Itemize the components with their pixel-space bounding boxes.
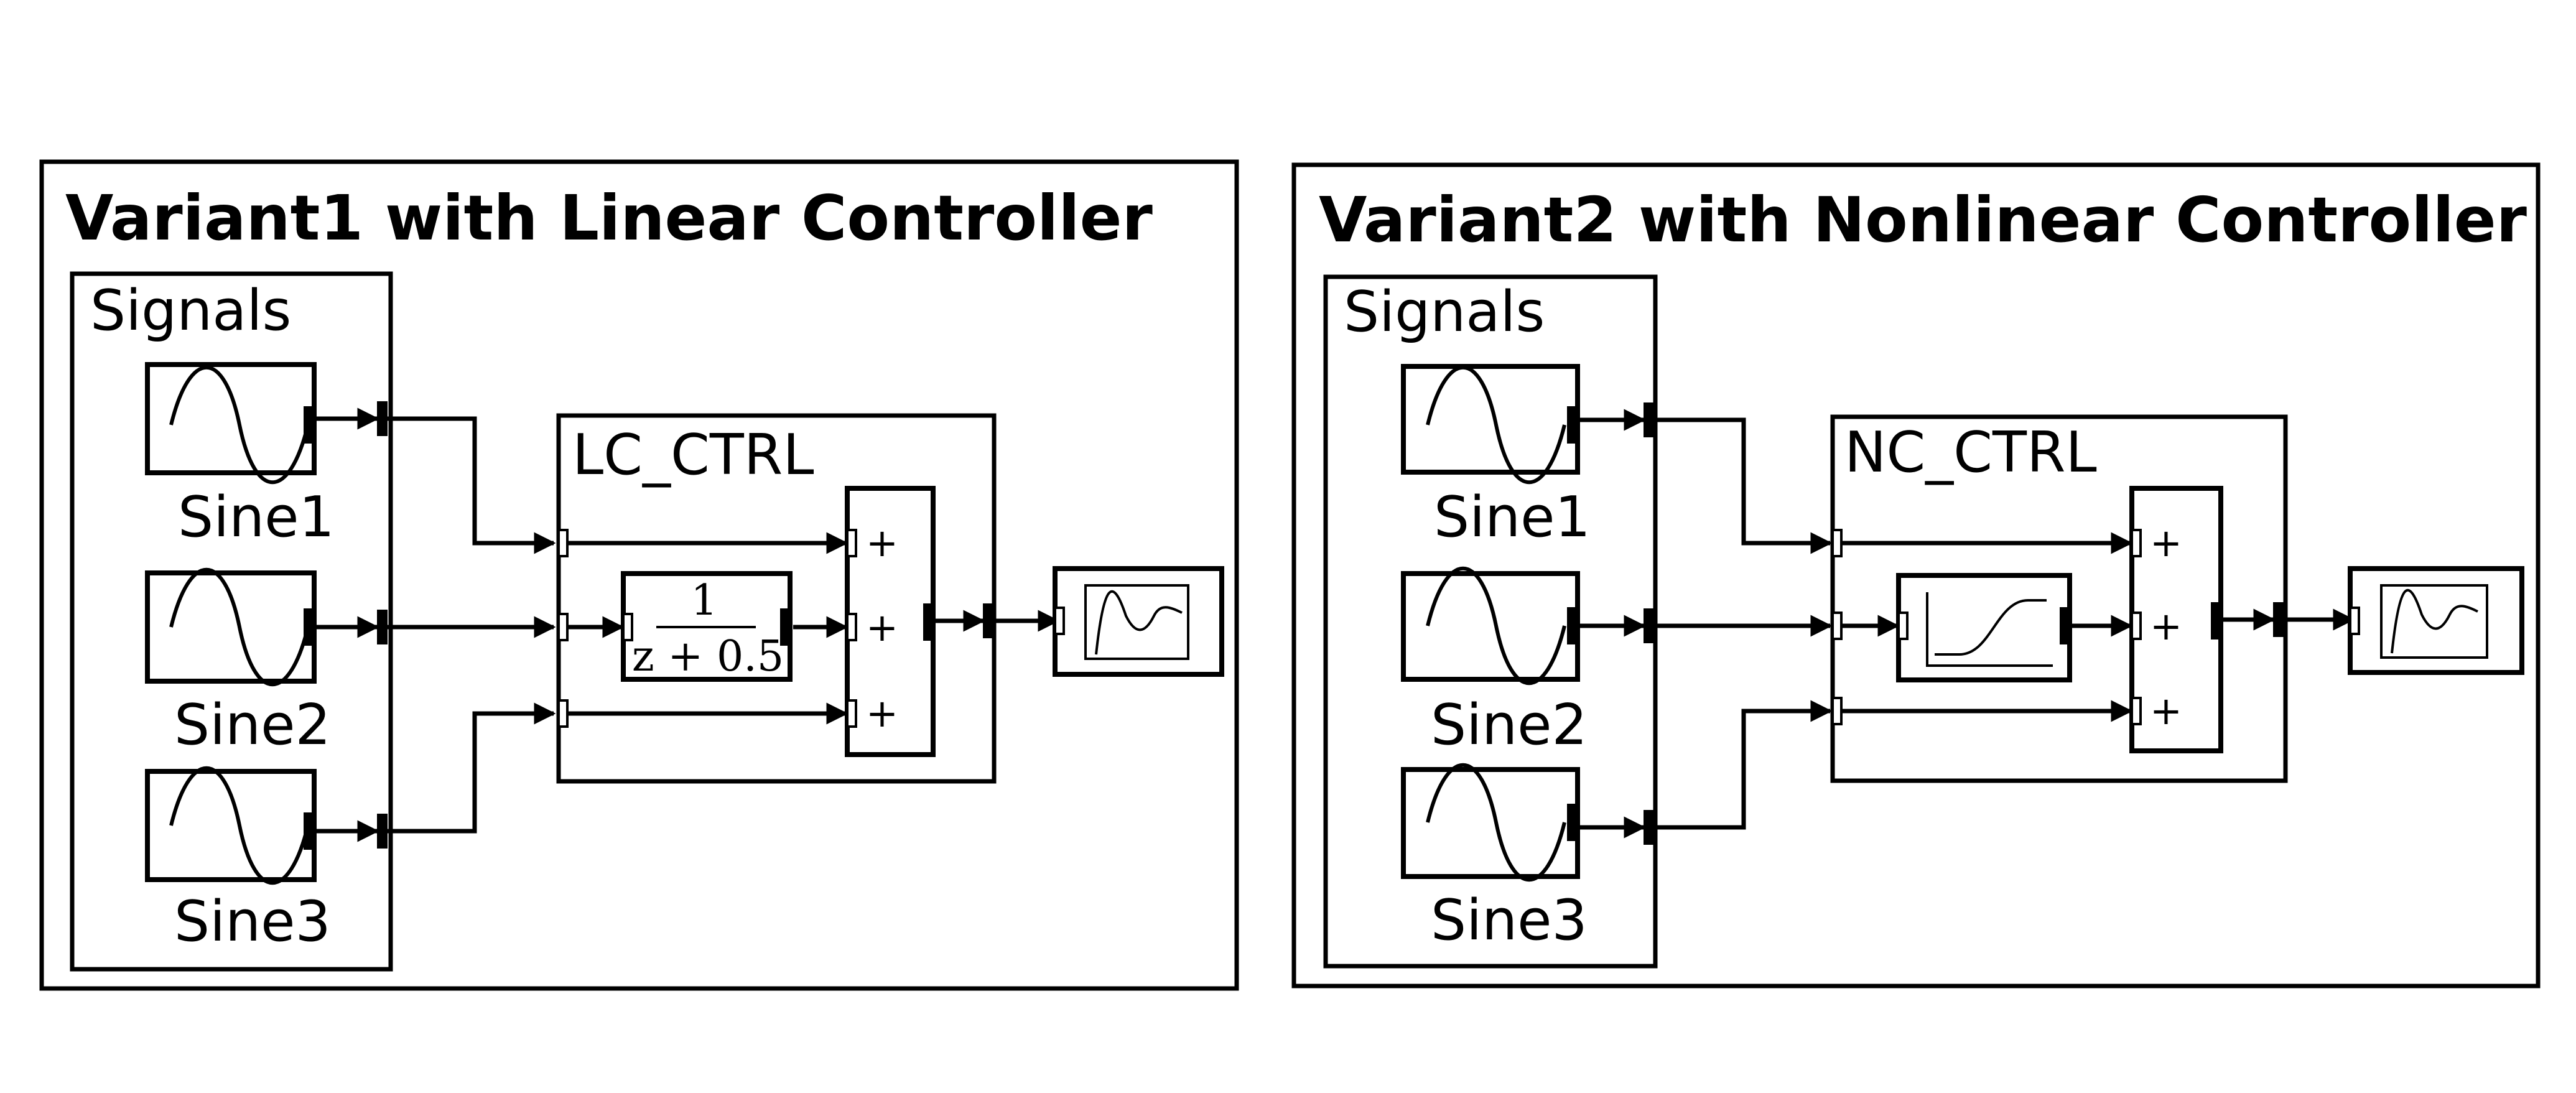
output-port <box>1567 804 1577 841</box>
signals-outport-3 <box>377 814 388 849</box>
wire[interactable] <box>1654 700 1833 830</box>
sine2-label: Sine2 <box>174 692 331 758</box>
sine1-label: Sine1 <box>178 485 335 550</box>
sine-wave-icon <box>1426 566 1566 686</box>
sum-sign-2: + <box>866 605 898 650</box>
nc-ctrl-subsystem[interactable]: NC_CTRL + + <box>1830 414 2288 783</box>
output-port <box>780 608 790 646</box>
output-port <box>304 406 314 444</box>
sine2-block[interactable]: Sine2 <box>1401 566 1588 758</box>
sine2-block[interactable]: Sine2 <box>145 567 331 758</box>
sine-wave-icon <box>1426 365 1566 485</box>
sum-sign-1: + <box>2150 520 2182 565</box>
signals-outport-3 <box>1644 810 1654 845</box>
sine3-label: Sine3 <box>174 889 331 954</box>
transfer-numerator: 1 <box>690 576 717 625</box>
inport <box>846 529 857 557</box>
inport <box>1831 697 1843 725</box>
transfer-denominator: z + 0.5 <box>632 632 784 681</box>
sine1-block[interactable]: Sine1 <box>1401 364 1591 550</box>
output-port <box>1567 607 1577 644</box>
inport <box>1831 612 1843 640</box>
signals-outport-2 <box>377 610 388 644</box>
signals-outport-2 <box>1644 608 1654 643</box>
inport <box>2349 607 2360 635</box>
variant1-title: Variant1 with Linear Controller <box>65 182 1153 254</box>
variant1-signals-subsystem[interactable]: Signals <box>70 271 393 972</box>
inport <box>1054 607 1065 635</box>
scope-block[interactable] <box>1053 566 1224 677</box>
signals-outport-1 <box>377 401 388 436</box>
transfer-function-block[interactable]: 1 z + 0.5 <box>621 571 793 682</box>
output-port <box>304 812 314 850</box>
inport <box>846 699 857 728</box>
controller-frame <box>556 413 997 784</box>
scope-screen <box>1084 584 1189 660</box>
signals-frame <box>70 271 393 972</box>
signals-label: Signals <box>90 278 291 343</box>
sum-sign-3: + <box>2150 688 2182 733</box>
nonlinear-block[interactable] <box>1896 573 2072 682</box>
sum-sign-1: + <box>866 520 898 565</box>
variant2-panel: Variant2 with Nonlinear Controller Signa… <box>1291 162 2541 988</box>
sine1-label: Sine1 <box>1434 485 1591 550</box>
output-port <box>304 608 314 646</box>
wire[interactable] <box>388 416 556 554</box>
controller-label: NC_CTRL <box>1844 420 2097 485</box>
variant1-panel: Variant1 with Linear Controller Signals … <box>39 159 1239 991</box>
inport <box>1831 529 1843 557</box>
controller-frame <box>1830 414 2288 783</box>
wire[interactable] <box>1654 417 1833 554</box>
inport <box>557 529 569 557</box>
sine3-block[interactable]: Sine3 <box>1401 763 1588 953</box>
variant2-frame <box>1291 162 2541 988</box>
lc-ctrl-subsystem[interactable]: LC_CTRL 1 z + 0.5 <box>556 413 997 784</box>
scope-icon <box>1095 590 1183 655</box>
sine-wave-icon <box>169 365 310 485</box>
sum-block[interactable]: + + + <box>845 486 936 757</box>
sum-sign-2: + <box>2150 603 2182 649</box>
inport <box>846 613 857 641</box>
axes <box>1926 592 2053 667</box>
scope-icon <box>2391 588 2478 654</box>
sine3-block[interactable]: Sine3 <box>145 766 331 954</box>
inport <box>2131 697 2142 725</box>
output-port <box>2060 607 2070 644</box>
signals-outport-1 <box>1644 402 1654 437</box>
inport <box>1897 612 1909 640</box>
signals-frame <box>1323 274 1658 969</box>
sine2-label: Sine2 <box>1431 692 1588 758</box>
sine-wave-icon <box>169 567 310 687</box>
sine3-label: Sine3 <box>1431 888 1588 953</box>
scope-block[interactable] <box>2348 566 2524 675</box>
sine1-block[interactable]: Sine1 <box>145 362 335 550</box>
controller-outport <box>983 603 993 638</box>
scope-screen <box>2380 584 2488 659</box>
variant1-frame <box>39 159 1239 991</box>
wire[interactable] <box>388 702 556 834</box>
sine-wave-icon <box>1426 763 1566 882</box>
inport <box>2131 612 2142 640</box>
inport <box>2131 529 2142 557</box>
output-port <box>923 603 933 641</box>
inport <box>557 699 569 728</box>
output-port <box>1567 406 1577 444</box>
inport <box>622 613 633 641</box>
controller-outport <box>2273 602 2284 637</box>
sum-block[interactable]: + + + <box>2129 486 2223 753</box>
sum-sign-3: + <box>866 691 898 736</box>
variant2-signals-subsystem[interactable]: Signals <box>1323 274 1658 969</box>
output-port <box>2211 602 2221 640</box>
inport <box>557 613 569 641</box>
sigmoid-curve-icon <box>1935 599 2047 656</box>
variant2-title: Variant2 with Nonlinear Controller <box>1319 184 2527 256</box>
sine-wave-icon <box>169 766 310 885</box>
controller-label: LC_CTRL <box>572 422 814 488</box>
signals-label: Signals <box>1344 279 1545 345</box>
